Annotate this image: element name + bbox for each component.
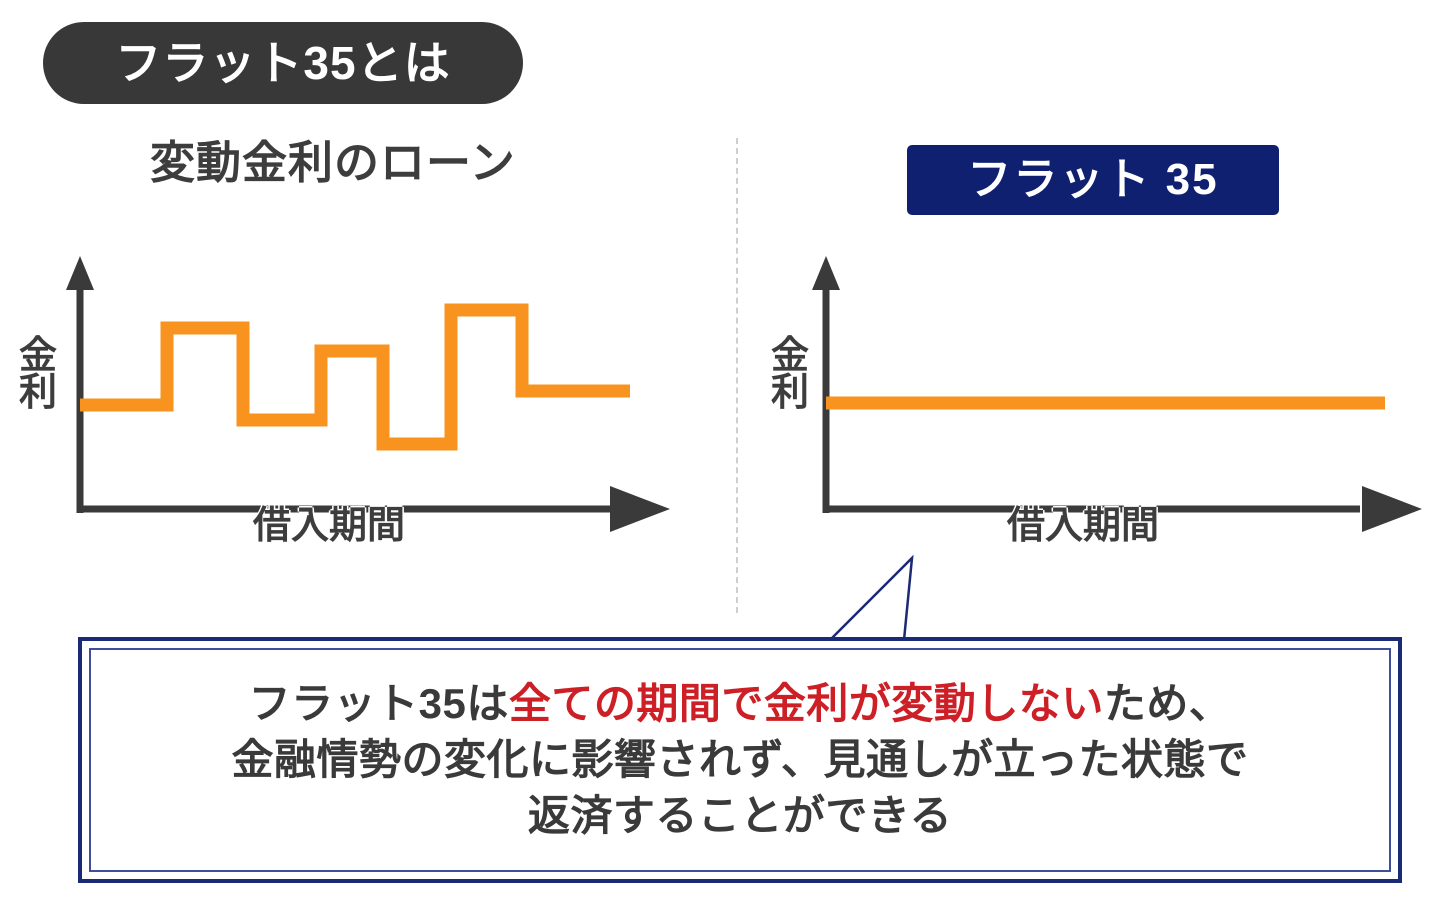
callout-line-2-seg-1: 金融情勢の変化に影響されず、見通しが立った状態で (231, 736, 1249, 784)
right-panel-heading-badge: フラット 35 (907, 145, 1279, 215)
left-y-axis-char-1: 金 (18, 335, 57, 377)
callout-line-2: 金融情勢の変化に影響されず、見通しが立った状態で (231, 732, 1248, 788)
flat35-rate-chart (760, 248, 1430, 548)
page-title: フラット35とは (115, 37, 451, 89)
callout-line-1: フラット35は全ての期間で金利が変動しないため、 (249, 676, 1232, 732)
callout-pointer-shape (829, 554, 914, 641)
left-chart-y-axis-arrow (66, 256, 94, 290)
right-chart-y-axis-label: 金 利 (768, 335, 812, 415)
callout-line-3-seg-1: 返済することができる (527, 791, 953, 839)
callout-line-1-seg-3: ため、 (1103, 680, 1232, 728)
left-chart-x-axis-arrow (610, 486, 670, 532)
left-chart-step-series (80, 303, 630, 451)
callout-inner-frame: フラット35は全ての期間で金利が変動しないため、 金融情勢の変化に影響されず、見… (89, 648, 1391, 872)
right-chart-y-axis-arrow (812, 256, 840, 290)
callout-pointer (800, 548, 940, 648)
right-chart-x-axis-label: 借入期間 (1007, 505, 1160, 547)
callout-line-1-seg-2-emphasis: 全ての期間で金利が変動しない (508, 680, 1104, 728)
right-y-axis-char-2: 利 (770, 372, 809, 415)
right-y-axis-char-1: 金 (770, 335, 809, 377)
left-chart-y-axis-label: 金 利 (16, 335, 60, 415)
variable-rate-chart (10, 248, 690, 548)
left-panel-heading: 変動金利のローン (150, 137, 516, 188)
callout-line-3: 返済することができる (528, 788, 952, 844)
right-panel-heading: フラット 35 (967, 155, 1219, 204)
right-chart-x-axis-arrow (1362, 486, 1422, 532)
panel-divider (736, 138, 738, 613)
left-chart-x-axis-label: 借入期間 (253, 505, 406, 547)
callout-line-1-seg-1: フラット35は (248, 680, 509, 728)
left-y-axis-char-2: 利 (18, 372, 57, 415)
page-title-pill: フラット35とは (43, 22, 523, 104)
callout-box: フラット35は全ての期間で金利が変動しないため、 金融情勢の変化に影響されず、見… (78, 637, 1402, 883)
